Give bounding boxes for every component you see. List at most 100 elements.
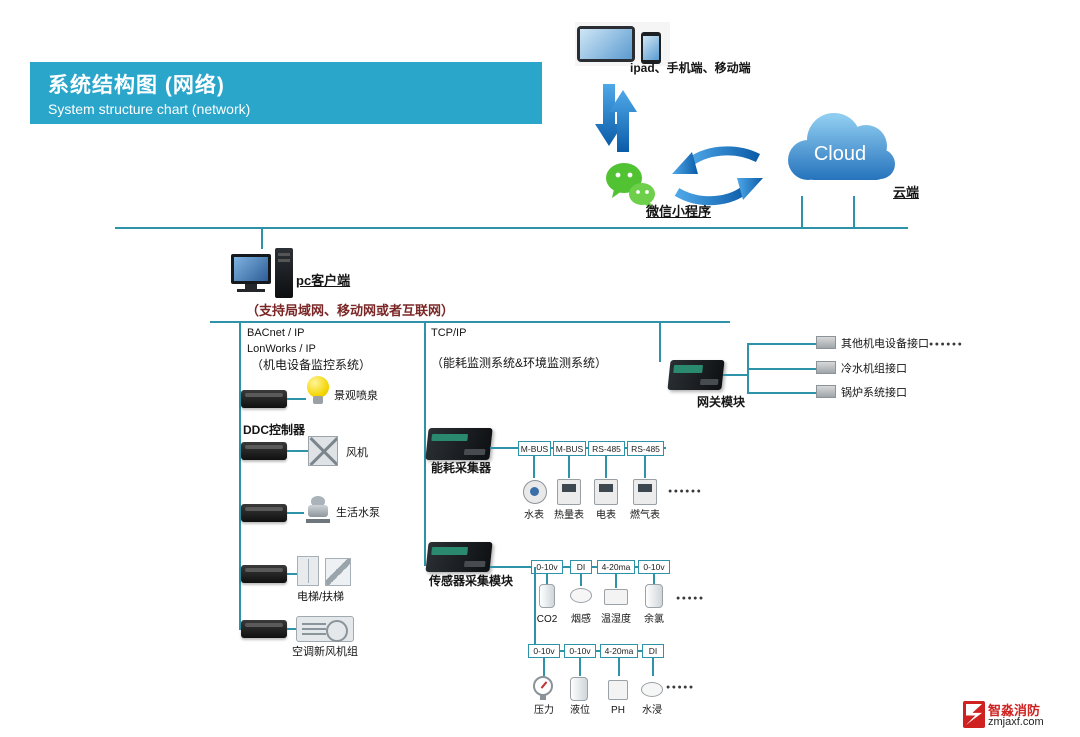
pc-client-icon <box>231 248 295 304</box>
protocol-lonworks-label: LonWorks / IP <box>247 343 316 355</box>
device-label-fountain: 景观喷泉 <box>334 390 378 402</box>
co2-sensor-icon <box>539 584 555 608</box>
interface-label-other: 其他机电设备接口 <box>841 338 929 350</box>
bus-port-rs485: RS-485 <box>627 441 664 456</box>
meter-label-heat: 热量表 <box>554 510 584 521</box>
meter-label-electric: 电表 <box>596 510 616 521</box>
page-subtitle: System structure chart (network) <box>48 101 251 117</box>
meter-label-water: 水表 <box>524 510 544 521</box>
watermark-brand: 智淼消防 <box>988 703 1041 718</box>
sensor-label-pressure: 压力 <box>534 705 554 716</box>
sensor-drop-line <box>546 574 548 584</box>
smoke-detector-icon <box>570 588 592 603</box>
sensor-drop-line <box>580 574 582 586</box>
protocol-bacnet-label: BACnet / IP <box>247 327 305 339</box>
mobile-devices-icon <box>575 22 670 66</box>
bus-port-0-10v: 0-10v <box>638 560 670 574</box>
mep-system-label: （机电设备监控系统） <box>251 358 372 372</box>
interface-line <box>748 392 816 394</box>
sensor-module-icon <box>425 542 493 572</box>
ddc-controller-icon <box>241 442 287 460</box>
page-title: 系统结构图 (网络) <box>48 74 225 97</box>
pc-drop-line <box>261 229 263 249</box>
energy-collector-icon <box>425 428 493 460</box>
tablet-icon <box>577 26 635 62</box>
interface-line <box>748 343 816 345</box>
electric-meter-icon <box>594 479 618 505</box>
gateway-trunk-connector <box>723 374 748 376</box>
bus-port-rs485: RS-485 <box>588 441 625 456</box>
sensor-label-leak: 水浸 <box>642 705 662 716</box>
cloud-label: 云端 <box>893 185 920 200</box>
wechat-label: 微信小程序 <box>646 204 712 219</box>
temp-humidity-sensor-icon <box>604 589 628 605</box>
water-pump-icon <box>304 496 332 526</box>
fan-icon <box>308 436 338 466</box>
left-branch-line <box>239 321 241 630</box>
more-meters-dots: ●●●●●● <box>668 488 703 495</box>
device-label-fan: 风机 <box>346 447 368 459</box>
protocol-tcpip-label: TCP/IP <box>431 327 467 339</box>
network-note: （支持局域网、移动网或者互联网） <box>246 303 455 318</box>
sensor-label-chlorine: 余氯 <box>644 614 664 625</box>
meter-drop-line <box>533 456 535 478</box>
interface-line <box>748 368 816 370</box>
sync-arrows-icon <box>595 84 637 152</box>
connector-line <box>287 573 297 575</box>
ahu-icon <box>296 616 354 642</box>
bus-port-4-20ma: 4-20ma <box>597 560 635 574</box>
phone-icon <box>641 32 661 64</box>
ddc-label: DDC控制器 <box>243 423 305 437</box>
bus-port-mbus: M-BUS <box>518 441 551 456</box>
chiller-icon <box>816 361 836 374</box>
header-banner: 系统结构图 (网络) System structure chart (netwo… <box>30 62 542 124</box>
meter-label-gas: 燃气表 <box>630 510 660 521</box>
more-interfaces-dots: ●●●●●● <box>929 341 964 348</box>
bus-port-0-10v: 0-10v <box>528 644 560 658</box>
cloud-stem-line <box>801 196 803 228</box>
secondary-bus-line <box>210 321 730 323</box>
energy-system-label: （能耗监测系统&环境监测系统） <box>431 356 608 370</box>
other-equipment-icon <box>816 336 836 349</box>
device-label-ahu: 空调新风机组 <box>292 646 358 658</box>
sensor-label-level: 液位 <box>570 705 590 716</box>
meter-drop-line <box>644 456 646 478</box>
sensor-drop-line <box>653 574 655 584</box>
connector-line <box>287 398 306 400</box>
bus-port-4-20ma: 4-20ma <box>600 644 638 658</box>
heat-meter-icon <box>557 479 581 505</box>
sensor-drop-line <box>618 658 620 676</box>
wechat-icon <box>606 163 655 210</box>
watermark-site: zmjaxf.com <box>988 716 1044 728</box>
water-meter-icon <box>522 478 547 504</box>
bus-port-di: DI <box>642 644 664 658</box>
gas-meter-icon <box>633 479 657 505</box>
bus-port-mbus: M-BUS <box>553 441 586 456</box>
sensor-label-ph: PH <box>611 705 625 716</box>
exchange-arrows-icon <box>672 146 763 206</box>
bus-port-0-10v: 0-10v <box>531 560 563 574</box>
ddc-controller-icon <box>241 620 287 638</box>
gateway-module-icon <box>667 360 725 390</box>
top-bus-line <box>115 227 908 229</box>
bus-port-0-10v: 0-10v <box>564 644 596 658</box>
device-label-elevator: 电梯/扶梯 <box>297 591 345 603</box>
fountain-light-icon <box>305 376 331 410</box>
elevator-escalator-icon <box>297 556 351 588</box>
gateway-drop-line <box>659 321 661 362</box>
bus-port-di: DI <box>570 560 592 574</box>
watermark-logo-icon <box>963 701 985 728</box>
sensor-drop-line <box>652 658 654 676</box>
sensor-drop-line <box>543 658 545 676</box>
interface-label-chiller: 冷水机组接口 <box>841 363 907 375</box>
sensor-label-smoke: 烟感 <box>571 614 591 625</box>
mobile-label: ipad、手机端、移动端 <box>630 61 751 75</box>
pc-client-label: pc客户端 <box>296 273 351 288</box>
cloud-icon: Cloud <box>788 113 895 180</box>
connector-line <box>287 628 296 630</box>
meter-drop-line <box>605 456 607 478</box>
sensor-label-co2: CO2 <box>536 614 558 625</box>
more-sensors1-dots: ●●●●● <box>676 595 705 602</box>
sensor-drop-line <box>615 574 617 588</box>
